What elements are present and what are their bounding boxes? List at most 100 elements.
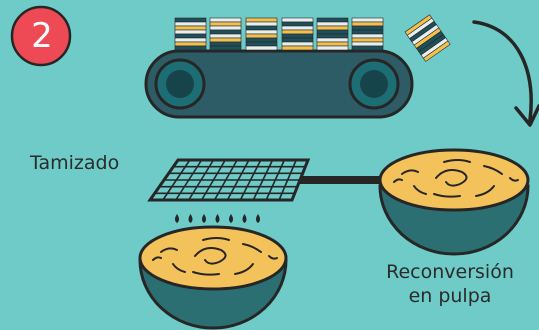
- pulp-swirl-stroke: [192, 271, 220, 276]
- sieve-handle: [300, 176, 392, 184]
- paper-sheet: [245, 21, 278, 27]
- paper-sheet: [281, 29, 314, 35]
- falling-paper-stack: [404, 14, 451, 62]
- conveyor-belt: [144, 49, 414, 119]
- bowl-bottom-pulp: [138, 225, 288, 291]
- paper-sheet: [422, 40, 451, 62]
- paper-sheet: [351, 17, 384, 23]
- paper-sheet: [174, 25, 207, 31]
- paper-sheet: [174, 37, 207, 43]
- paper-sheet: [351, 29, 384, 35]
- paper-sheet: [245, 17, 278, 23]
- paper-sheet: [245, 41, 278, 47]
- repulping-label: Reconversión en pulpa: [365, 260, 535, 308]
- paper-sheet: [245, 37, 278, 43]
- sieve-mesh: [154, 159, 306, 201]
- step-number: 2: [31, 16, 53, 56]
- droplet: [242, 214, 247, 223]
- paper-sheet: [351, 41, 384, 47]
- pulp-swirl-stroke: [194, 247, 227, 265]
- paper-sheet: [209, 45, 242, 51]
- pulp-swirl-stroke: [435, 169, 468, 187]
- paper-sheet: [174, 41, 207, 47]
- paper-sheet: [174, 21, 207, 27]
- conveyor-hub-left: [166, 70, 194, 98]
- paper-stack-icon: [174, 17, 384, 51]
- paper-sheet: [209, 21, 242, 27]
- pulp-swirl-stroke: [172, 263, 186, 273]
- paper-sheet: [316, 33, 349, 39]
- pulp-swirl-stroke: [160, 247, 178, 253]
- paper-sheet: [316, 37, 349, 43]
- bowl-right-pulp: [378, 148, 530, 212]
- paper-sheet: [351, 21, 384, 27]
- pulp-swirl-stroke: [234, 263, 254, 275]
- conveyor-belt-icon: [144, 49, 414, 119]
- paper-sheet: [245, 25, 278, 31]
- paper-sheet: [281, 45, 314, 51]
- paper-sheet: [351, 37, 384, 43]
- step-badge: [10, 5, 72, 67]
- pulp-swirl-stroke: [443, 159, 471, 163]
- paper-sheet: [281, 25, 314, 31]
- pulp-swirl-stroke: [268, 255, 278, 260]
- paper-sheet: [351, 33, 384, 39]
- paper-sheet: [316, 17, 349, 23]
- pulp-bowl-right: [378, 148, 530, 256]
- droplet: [229, 214, 233, 223]
- paper-sheet: [209, 33, 242, 39]
- pulp-swirl-stroke: [433, 193, 461, 198]
- pulp-swirl-stroke: [401, 169, 419, 175]
- pulp-swirl-stroke: [242, 243, 262, 253]
- paper-sheet: [174, 29, 207, 35]
- curved-arrow-icon: [472, 20, 539, 127]
- step-badge-circle: [10, 5, 72, 67]
- pulp-swirl-stroke: [152, 256, 162, 261]
- paper-sheet: [245, 29, 278, 35]
- paper-sheet: [316, 45, 349, 51]
- paper-sheet: [351, 45, 384, 51]
- pulp-swirl-stroke: [509, 177, 519, 182]
- paper-sheet: [281, 17, 314, 23]
- droplet: [256, 214, 260, 223]
- pulp-swirl-bottom: [152, 237, 278, 276]
- paper-sheet: [174, 17, 207, 23]
- pulp-bowl-bottom: [138, 225, 288, 330]
- pulp-swirl-stroke: [393, 178, 403, 183]
- droplet: [202, 214, 206, 223]
- pulp-swirl-stroke: [475, 185, 495, 197]
- paper-sheet: [316, 41, 349, 47]
- paper-sheet: [174, 45, 207, 51]
- paper-sheet: [281, 21, 314, 27]
- pulp-swirl-stroke: [202, 237, 230, 241]
- pulp-swirl-right: [393, 159, 519, 198]
- pulp-swirl-stroke: [483, 165, 503, 175]
- droplet: [175, 214, 179, 223]
- sifting-label: Tamizado: [30, 152, 120, 174]
- mesh-sieve-icon: [147, 158, 392, 202]
- paper-sheet: [281, 41, 314, 47]
- paper-sheet: [316, 25, 349, 31]
- paper-sheet: [281, 37, 314, 43]
- paper-sheet: [281, 33, 314, 39]
- repulping-label-line1: Reconversión: [386, 261, 514, 283]
- paper-sheet: [174, 33, 207, 39]
- paper-sheet: [209, 37, 242, 43]
- paper-sheet: [209, 25, 242, 31]
- paper-sheet: [209, 17, 242, 23]
- droplets-icon: [175, 214, 260, 223]
- paper-sheet: [209, 29, 242, 35]
- paper-sheet: [351, 25, 384, 31]
- pulp-swirl-stroke: [413, 185, 427, 195]
- paper-sheet: [209, 41, 242, 47]
- paper-sheet: [316, 29, 349, 35]
- paper-sheet: [316, 21, 349, 27]
- conveyor-hub-right: [360, 70, 388, 98]
- droplet: [188, 214, 193, 223]
- repulping-label-line2: en pulpa: [408, 285, 492, 307]
- droplet: [215, 214, 220, 223]
- paper-sheet: [245, 33, 278, 39]
- paper-sheet: [245, 45, 278, 51]
